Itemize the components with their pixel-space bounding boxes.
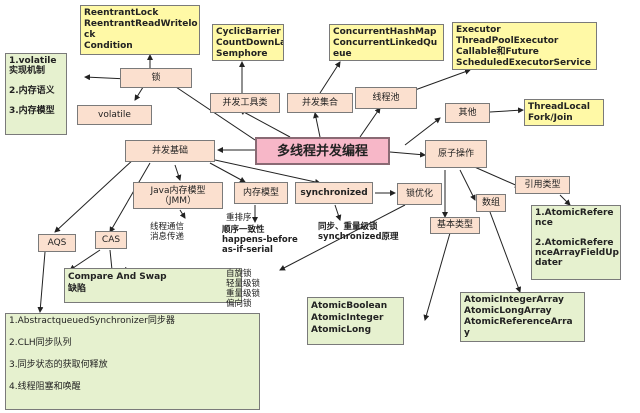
edge-center-tools xyxy=(239,109,291,138)
edge-other-note xyxy=(489,107,524,114)
node-volatile[interactable]: volatile xyxy=(77,105,152,125)
note-concurrent-collections: ConcurrentHashMap ConcurrentLinkedQu eue xyxy=(329,24,444,61)
note-atomic-basic: AtomicBoolean AtomicInteger AtomicLong xyxy=(307,297,404,345)
edge-basics-cas xyxy=(109,162,151,233)
note-volatile-items: 1.volatile 实现机制 2.内存语义 3.内存模型 xyxy=(5,53,67,135)
label-thread-communication: 线程通信 消息传递 xyxy=(150,222,185,242)
edge-center-threadpool xyxy=(359,107,381,138)
note-cas-description: Compare And Swap 缺陷 xyxy=(64,268,242,303)
note-lock-classes: ReentrantLock ReentrantReadWritelo ck Co… xyxy=(80,5,200,55)
edge-center-other xyxy=(404,117,441,146)
edge-pool-note xyxy=(414,68,471,91)
edge-atomic-reftype xyxy=(469,164,521,188)
label-consistency: 顺序一致性 happens-before as-if-serial xyxy=(222,225,298,255)
branch-threadpool[interactable]: 线程池 xyxy=(355,87,417,109)
note-aqs-items: 1.AbstractqueuedSynchronizer同步器 2.CLH同步队… xyxy=(5,313,260,410)
label-lock-levels: 自旋锁 轻量级锁 重量级锁 偏向锁 xyxy=(226,269,261,309)
node-aqs[interactable]: AQS xyxy=(38,234,76,252)
note-atomic-array: AtomicIntegerArray AtomicLongArray Atomi… xyxy=(460,292,585,342)
edge-cas-desc2 xyxy=(69,249,101,271)
edge-basic-list xyxy=(423,232,451,321)
branch-collections[interactable]: 并发集合 xyxy=(287,93,353,113)
edge-aqs-items xyxy=(37,251,46,313)
edge-jmm-comm xyxy=(179,209,186,219)
node-jmm[interactable]: Java内存模型 （JMM） xyxy=(133,182,223,209)
node-cas[interactable]: CAS xyxy=(95,231,127,249)
edge-center-collections xyxy=(313,112,321,138)
branch-tools[interactable]: 并发工具类 xyxy=(210,93,280,113)
note-executor: Executor ThreadPoolExecutor Callable和Fut… xyxy=(452,22,597,70)
node-memory-model[interactable]: 内存模型 xyxy=(234,182,288,204)
branch-atomic[interactable]: 原子操作 xyxy=(425,140,487,168)
branch-lock[interactable]: 锁 xyxy=(120,68,192,88)
edge-atomic-array xyxy=(459,169,476,201)
edge-array-list xyxy=(489,211,522,293)
edge-basics-memmodel xyxy=(209,162,246,183)
branch-other[interactable]: 其他 xyxy=(445,103,490,123)
edge-basics-sync xyxy=(214,159,321,185)
note-concurrency-tools: CyclicBarrier CountDownLatch Semphore xyxy=(212,24,284,61)
branch-basics[interactable]: 并发基础 xyxy=(125,140,215,162)
edge-lockopt-levels xyxy=(279,204,406,271)
node-basic-type[interactable]: 基本类型 xyxy=(430,217,480,234)
edge-cas-desc xyxy=(109,249,131,273)
edge-reftype-list xyxy=(559,194,571,206)
label-sync-principle: 同步、重量级锁 synchronized原理 xyxy=(318,222,399,242)
edge-basics-aqs xyxy=(54,157,136,233)
edge-coll-note xyxy=(319,61,341,94)
edge-basics-jmm xyxy=(174,164,182,181)
center-topic[interactable]: 多线程并发编程 xyxy=(255,137,390,165)
label-reordering: 重排序 xyxy=(226,213,252,223)
node-lock-optimization[interactable]: 锁优化 xyxy=(397,183,442,205)
edge-center-atomic xyxy=(389,151,426,158)
note-atomic-reference: 1.AtomicRefere nce 2.AtomicRefere nceArr… xyxy=(531,205,621,280)
edge-sync-principle xyxy=(334,204,342,221)
node-synchronized[interactable]: synchronized xyxy=(295,182,373,204)
node-reference-type[interactable]: 引用类型 xyxy=(515,176,570,194)
node-array[interactable]: 数组 xyxy=(476,194,506,212)
note-threadlocal: ThreadLocal Fork/Join xyxy=(524,99,604,126)
